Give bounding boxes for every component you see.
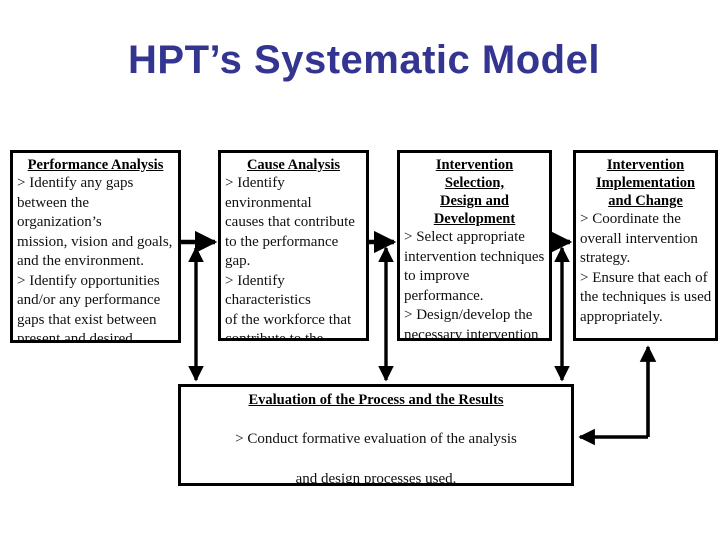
box-intervention-implementation-heading-line-2: Implementation [595, 175, 696, 191]
box-performance-analysis-heading: Performance Analysis [27, 157, 164, 173]
box-intervention-selection-body: > Select appropriate intervention techni… [404, 229, 545, 341]
box-evaluation-body: > Conduct formative evaluation of the an… [181, 409, 571, 486]
box-intervention-selection[interactable]: Intervention Selection, Design and Devel… [397, 150, 552, 341]
box-performance-analysis[interactable]: Performance Analysis > Identify any gaps… [10, 150, 181, 343]
page-title: HPT’s Systematic Model [128, 38, 600, 82]
box-cause-analysis-heading: Cause Analysis [246, 157, 341, 173]
box-intervention-implementation-heading-line-3: and Change [608, 193, 683, 209]
box-evaluation-line-1: > Conduct formative evaluation of the an… [235, 431, 517, 447]
box-cause-analysis-body: > Identify environmental causes that con… [225, 175, 355, 341]
arrow-implementation-evaluation-feedback [578, 345, 657, 446]
box-intervention-implementation[interactable]: Intervention Implementation and Change >… [573, 150, 718, 341]
box-evaluation[interactable]: Evaluation of the Process and the Result… [178, 384, 574, 486]
box-intervention-selection-heading: Intervention Selection, Design and Devel… [400, 153, 549, 228]
box-cause-analysis[interactable]: Cause Analysis > Identify environmental … [218, 150, 369, 341]
box-evaluation-line-2: and design processes used. [295, 471, 457, 486]
box-intervention-implementation-body: > Coordinate the overall intervention st… [580, 211, 712, 325]
box-intervention-implementation-heading: Intervention Implementation and Change [576, 153, 715, 210]
box-intervention-implementation-heading-line-1: Intervention [606, 157, 685, 173]
box-evaluation-heading: Evaluation of the Process and the Result… [248, 392, 504, 408]
box-intervention-selection-heading-line-2: Design and [440, 193, 509, 209]
box-performance-analysis-body: > Identify any gaps between the organiza… [17, 175, 173, 343]
box-intervention-selection-heading-line-3: Development [433, 211, 516, 227]
box-intervention-selection-heading-line-1: Intervention Selection, [435, 157, 514, 191]
